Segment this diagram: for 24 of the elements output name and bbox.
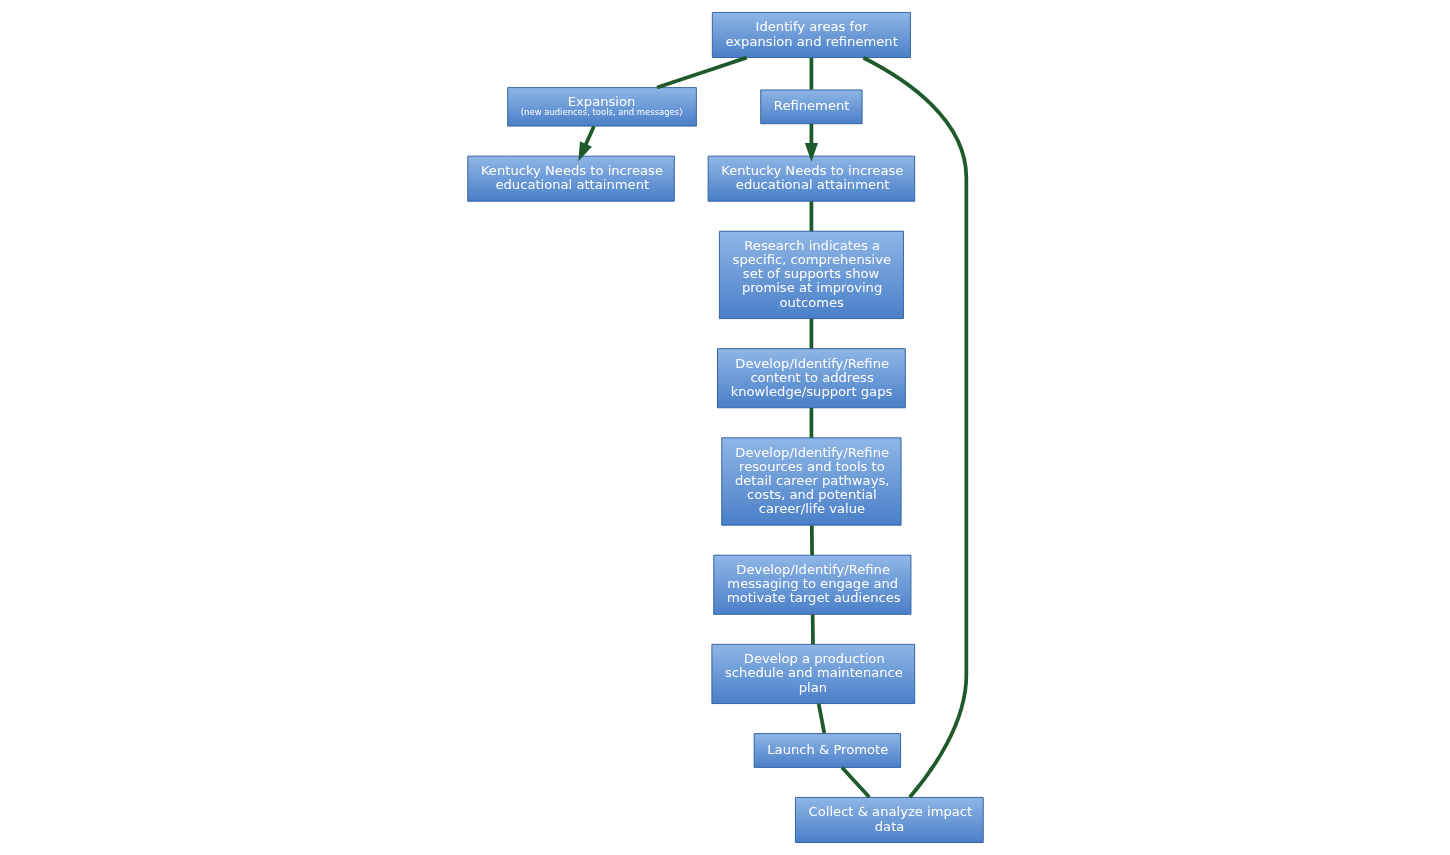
- node-box: Develop/Identify/Refine messaging to engage and motivate target audiences: [712, 554, 911, 615]
- node-box: Develop/Identify/Refine resources and tools to detail career pathways, costs, and potential career/life value: [720, 437, 902, 526]
- node-box: Research indicates a specific, comprehensive set of supports show promise at improving outcomes: [718, 230, 904, 320]
- node-box: Collect & analyze impact data: [794, 797, 984, 843]
- connector: [862, 56, 968, 799]
- connector: [809, 57, 813, 90]
- connector: [809, 318, 813, 349]
- node-box: Kentucky Needs to increase educational attainment: [707, 155, 915, 202]
- connector: [809, 407, 813, 438]
- arrow: [804, 124, 818, 162]
- connector: [809, 201, 813, 232]
- connector: [810, 614, 815, 645]
- connector: [816, 703, 826, 734]
- node-box: Expansion (new audiences, tools, and messages): [506, 87, 697, 127]
- arrow: [577, 125, 596, 162]
- node-box: Develop a production schedule and maintenance plan: [710, 643, 915, 704]
- node-box: Launch & Promote: [753, 733, 901, 768]
- connector: [655, 55, 747, 90]
- node-box: Identify areas for expansion and refinement: [711, 12, 911, 58]
- node-box: Develop/Identify/Refine content to address knowledge/support gaps: [716, 348, 906, 409]
- connector: [840, 766, 871, 799]
- connector: [809, 525, 814, 556]
- node-box: Refinement: [759, 89, 863, 125]
- node-box: Kentucky Needs to increase educational attainment: [466, 155, 675, 202]
